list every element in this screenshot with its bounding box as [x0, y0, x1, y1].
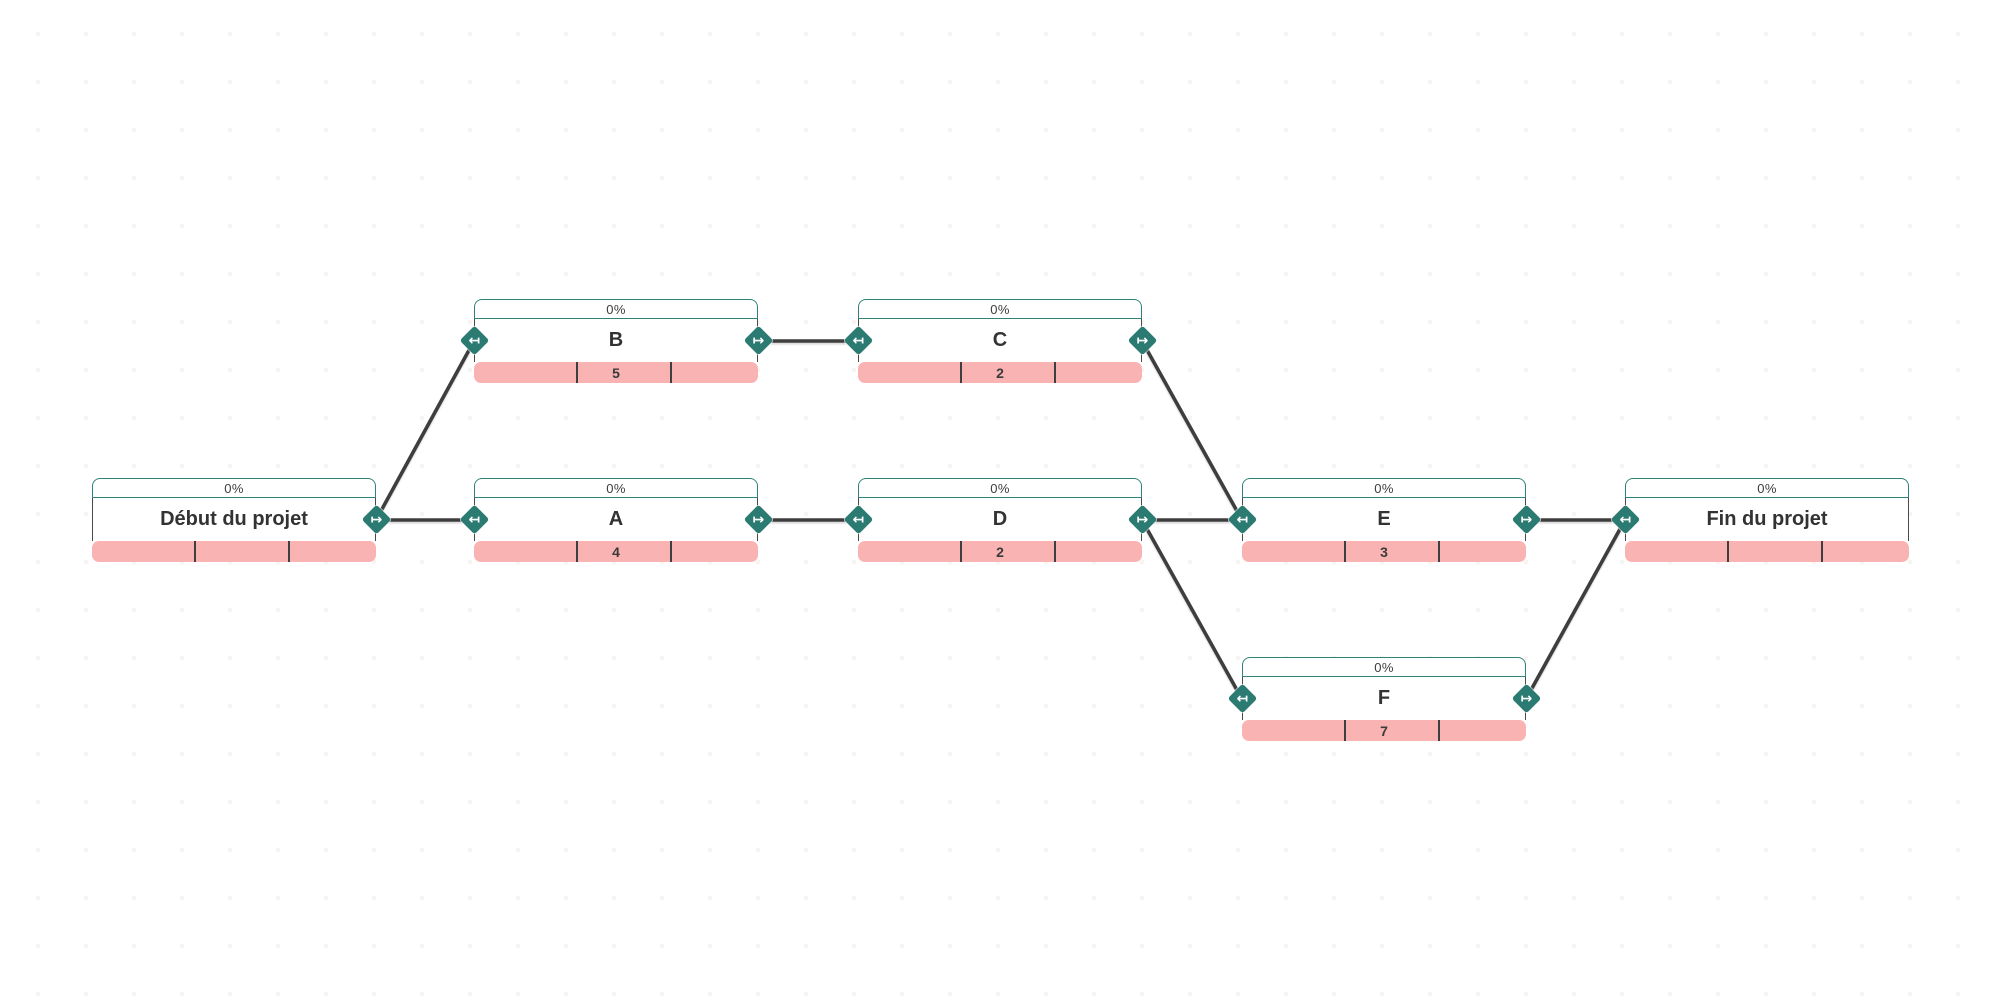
- arrow-from-bar-icon: ↦: [752, 511, 764, 528]
- task-node-fin-du-projet[interactable]: 0% Fin du projet ↤: [1610, 478, 1909, 562]
- task-name: C: [858, 319, 1142, 362]
- progress-label: 0%: [606, 480, 626, 496]
- bar-divider: [1344, 541, 1347, 562]
- arrow-from-bar-icon: ↦: [1520, 511, 1532, 528]
- bar-divider: [194, 541, 197, 562]
- duration-label: 2: [996, 543, 1004, 560]
- task-progress: 0%: [1242, 657, 1526, 677]
- bar-divider: [576, 362, 579, 383]
- bar-divider: [576, 541, 579, 562]
- progress-label: 0%: [224, 480, 244, 496]
- duration-label: 5: [612, 364, 620, 381]
- arrow-from-bar-icon: ↦: [1136, 511, 1148, 528]
- duration-label: 4: [612, 543, 620, 560]
- duration-label: 7: [1380, 722, 1388, 739]
- task-duration-bar: 5: [474, 362, 758, 383]
- arrow-from-bar-icon: ↦: [1136, 332, 1148, 349]
- bar-divider: [1437, 541, 1440, 562]
- task-node-debut-du-projet[interactable]: 0% Début du projet ↦: [92, 478, 391, 562]
- task-name: B: [474, 319, 758, 362]
- arrow-to-bar-icon: ↤: [1619, 511, 1631, 528]
- arrow-to-bar-icon: ↤: [852, 511, 864, 528]
- arrow-to-bar-icon: ↤: [1236, 511, 1248, 528]
- arrow-to-bar-icon: ↤: [468, 332, 480, 349]
- task-duration-bar: 3: [1242, 541, 1526, 562]
- task-duration-bar: 2: [858, 541, 1142, 562]
- task-duration-bar: 2: [858, 362, 1142, 383]
- task-name-label: D: [992, 508, 1008, 530]
- task-name-label: F: [1377, 687, 1391, 709]
- task-node-c[interactable]: 0% C 2 ↤ ↦: [843, 299, 1157, 383]
- progress-label: 0%: [1757, 480, 1777, 496]
- task-node-f[interactable]: 0% F 7 ↤ ↦: [1227, 657, 1541, 741]
- bar-divider: [1820, 541, 1823, 562]
- arrow-to-bar-icon: ↤: [468, 511, 480, 528]
- dependency-edge-f-fin[interactable]: [1524, 518, 1627, 701]
- bar-divider: [1053, 362, 1056, 383]
- task-progress: 0%: [858, 299, 1142, 319]
- arrow-to-bar-icon: ↤: [852, 332, 864, 349]
- task-node-d[interactable]: 0% D 2 ↤ ↦: [843, 478, 1157, 562]
- progress-label: 0%: [606, 301, 626, 317]
- task-name-label: B: [608, 329, 624, 351]
- task-progress: 0%: [858, 478, 1142, 498]
- task-duration-bar: [1625, 541, 1909, 562]
- task-node-a[interactable]: 0% A 4 ↤ ↦: [459, 478, 773, 562]
- bar-divider: [669, 541, 672, 562]
- bar-divider: [960, 541, 963, 562]
- task-progress: 0%: [474, 478, 758, 498]
- bar-divider: [669, 362, 672, 383]
- progress-label: 0%: [1374, 659, 1394, 675]
- arrow-from-bar-icon: ↦: [752, 332, 764, 349]
- dependency-edge-d-f[interactable]: [1140, 518, 1244, 701]
- task-name-label: E: [1377, 508, 1391, 530]
- progress-label: 0%: [990, 480, 1010, 496]
- dependency-edge-debut-b[interactable]: [374, 339, 476, 522]
- bar-divider: [1437, 720, 1440, 741]
- arrow-from-bar-icon: ↦: [370, 511, 382, 528]
- task-duration-bar: [92, 541, 376, 562]
- progress-label: 0%: [1374, 480, 1394, 496]
- bar-divider: [287, 541, 290, 562]
- task-progress: 0%: [1625, 478, 1909, 498]
- bar-divider: [1053, 541, 1056, 562]
- task-name: D: [858, 498, 1142, 541]
- duration-label: 3: [1380, 543, 1388, 560]
- bar-divider: [960, 362, 963, 383]
- dependency-edge-c-e[interactable]: [1140, 339, 1244, 522]
- task-duration-bar: 7: [1242, 720, 1526, 741]
- task-name: Début du projet: [92, 498, 376, 541]
- bar-divider: [1344, 720, 1347, 741]
- task-name: F: [1242, 677, 1526, 720]
- task-progress: 0%: [92, 478, 376, 498]
- task-name: Fin du projet: [1625, 498, 1909, 541]
- arrow-to-bar-icon: ↤: [1236, 690, 1248, 707]
- task-name-label: C: [992, 329, 1008, 351]
- duration-label: 2: [996, 364, 1004, 381]
- task-node-e[interactable]: 0% E 3 ↤ ↦: [1227, 478, 1541, 562]
- task-name-label: A: [608, 508, 624, 530]
- task-node-b[interactable]: 0% B 5 ↤ ↦: [459, 299, 773, 383]
- bar-divider: [1727, 541, 1730, 562]
- task-name-label: Fin du projet: [1706, 508, 1828, 530]
- task-progress: 0%: [1242, 478, 1526, 498]
- task-duration-bar: 4: [474, 541, 758, 562]
- task-name-label: Début du projet: [160, 508, 308, 530]
- task-name: A: [474, 498, 758, 541]
- arrow-from-bar-icon: ↦: [1520, 690, 1532, 707]
- progress-label: 0%: [990, 301, 1010, 317]
- task-name: E: [1242, 498, 1526, 541]
- task-progress: 0%: [474, 299, 758, 319]
